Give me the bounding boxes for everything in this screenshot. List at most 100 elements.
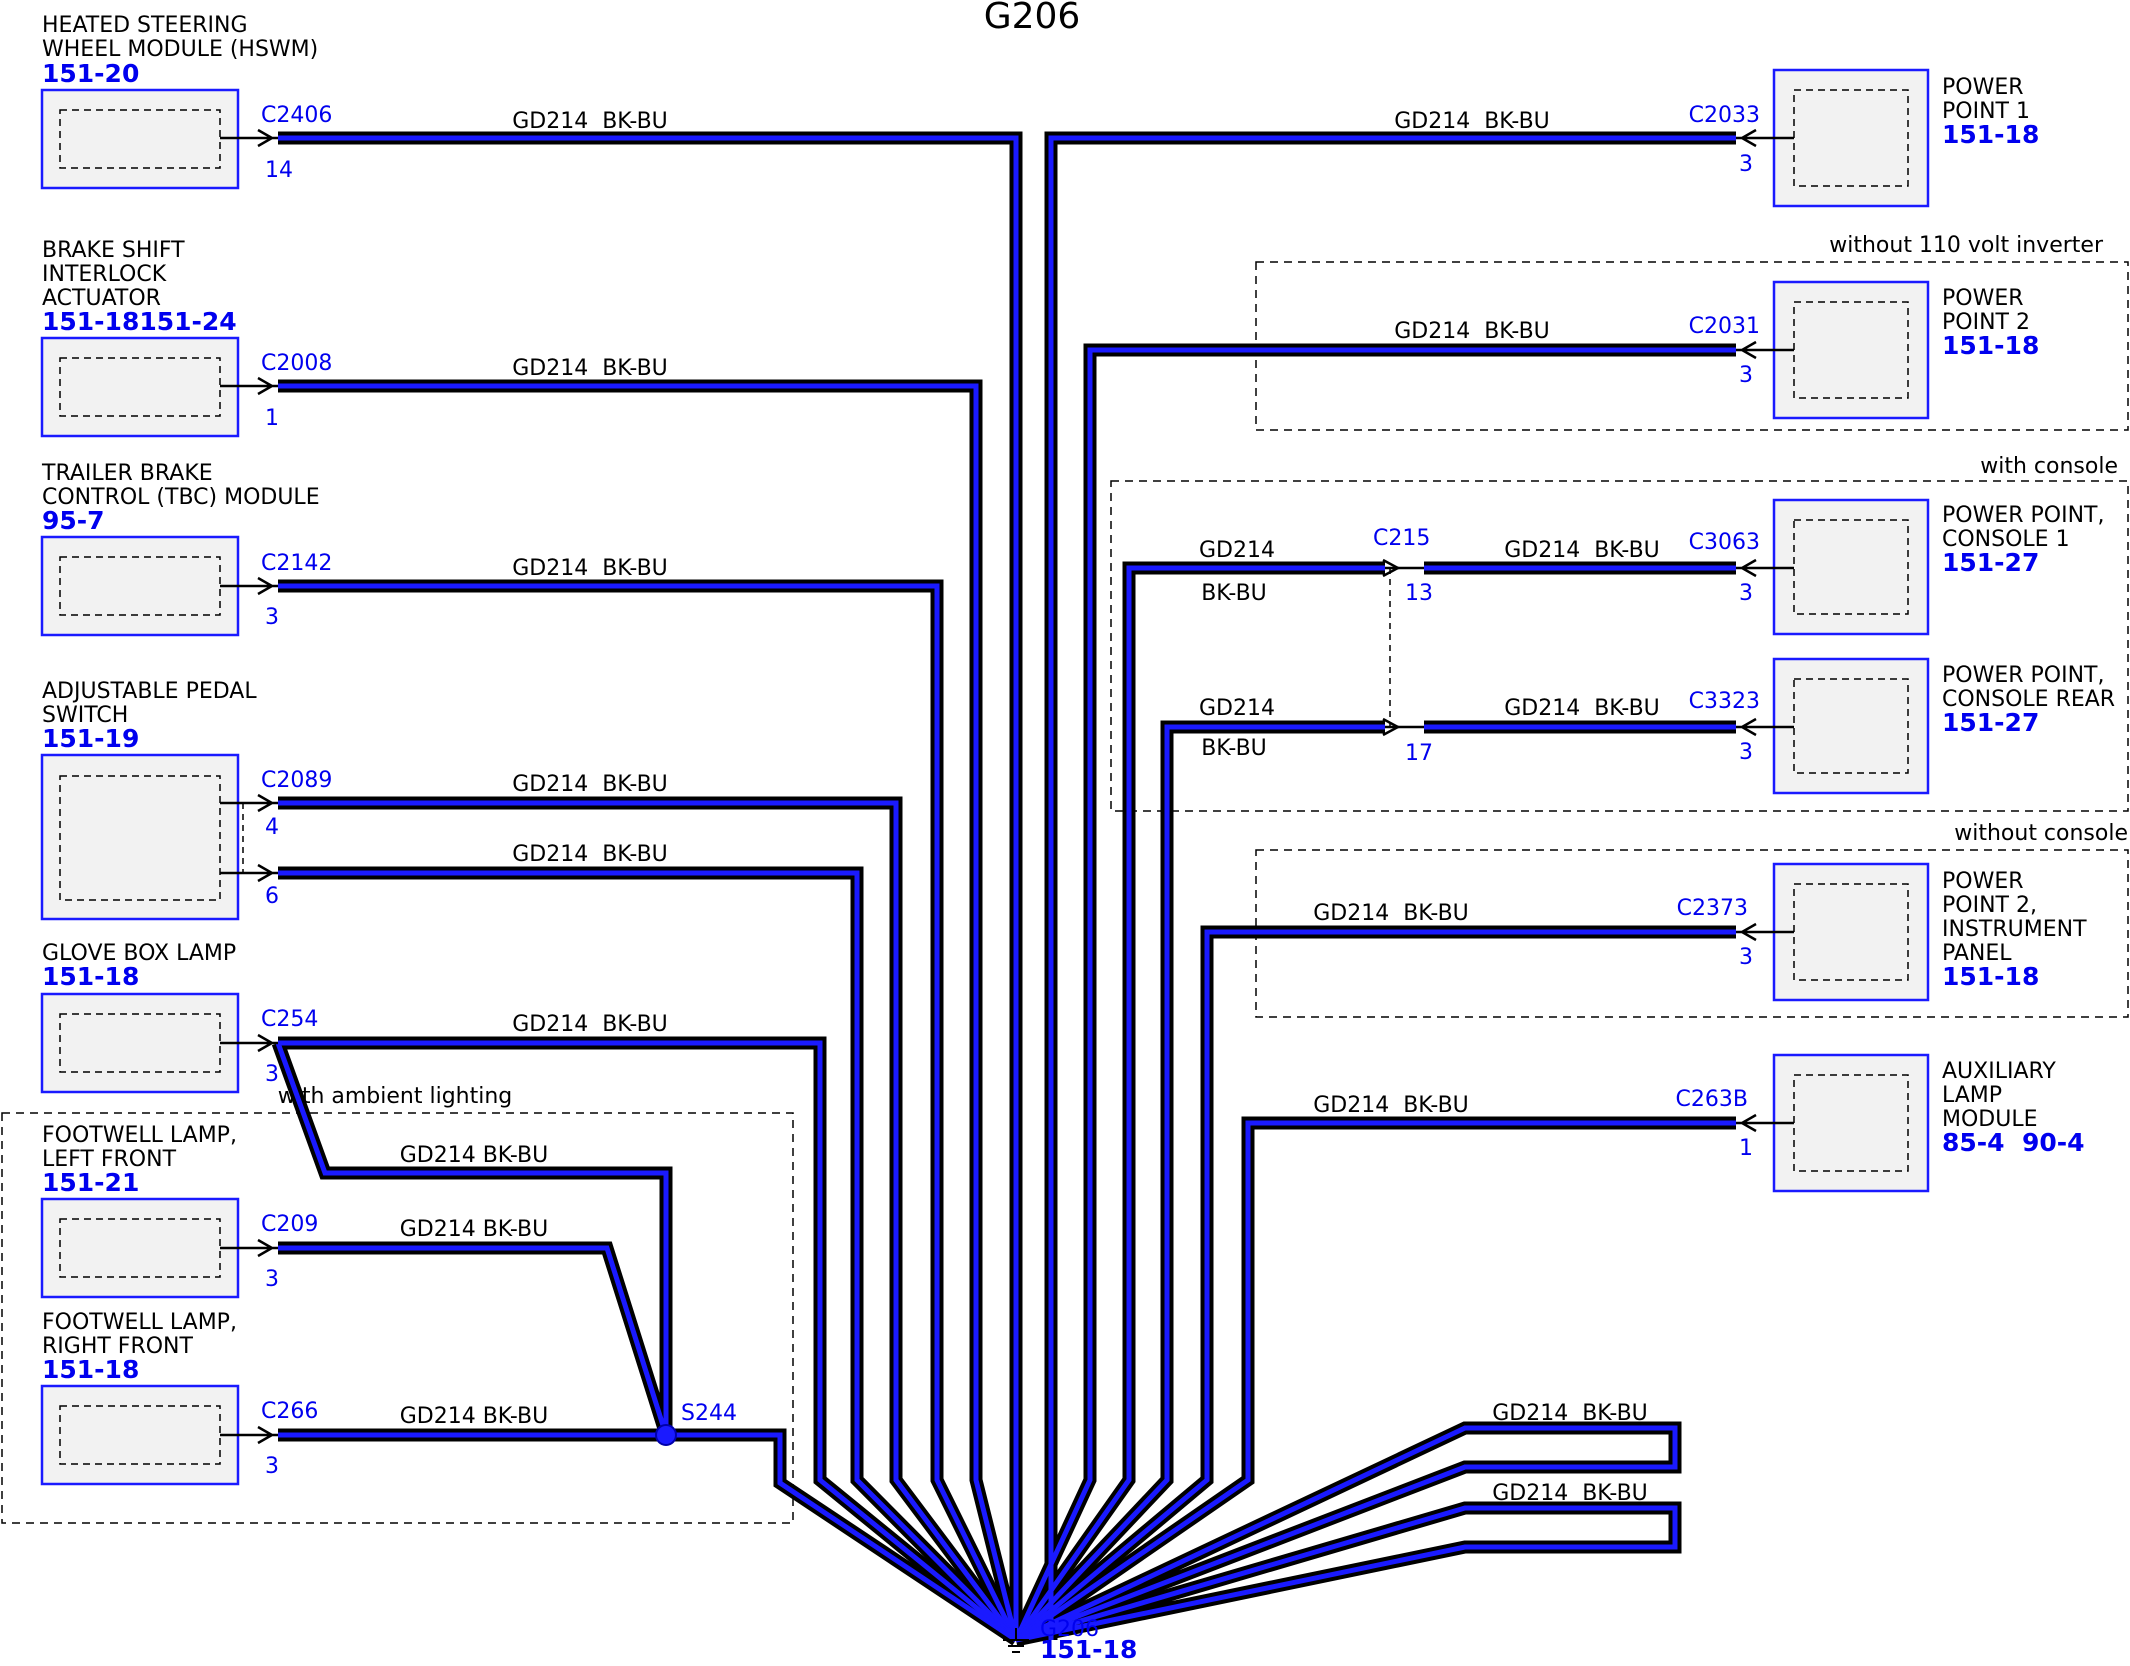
component-page-ref: 95-7 <box>42 506 105 535</box>
component-power-point-console-1[interactable]: POWER POINT, CONSOLE 1 151-27 <box>1772 498 2104 636</box>
component-inner <box>1793 519 1909 615</box>
component-name-line: BRAKE SHIFT <box>42 238 185 263</box>
connector-c3323-label: C3323 <box>1689 689 1760 714</box>
wire-label: GD214 BK-BU <box>512 842 668 867</box>
c215-pin-17: 17 <box>1405 741 1433 766</box>
component-page-ref: 151-21 <box>42 1168 139 1197</box>
component-name-line: POINT 2 <box>1942 310 2030 335</box>
connector-c2008-label: C2008 <box>261 351 332 376</box>
connector-pin: 1 <box>265 406 279 431</box>
component-box <box>40 992 240 1094</box>
connector-pin: 3 <box>1739 581 1753 606</box>
right-connector-symbols <box>1736 128 1794 1133</box>
component-page-ref: 151-27 <box>1942 548 2039 577</box>
component-box <box>1772 68 1930 208</box>
connector-pin: 3 <box>1739 363 1753 388</box>
component-page-ref: 151-18 <box>1942 962 2039 991</box>
component-power-point-1[interactable]: POWER POINT 1 151-18 <box>1772 68 2039 208</box>
splice-s244-dot <box>655 1424 677 1446</box>
wire-label-name: GD214 <box>1199 538 1275 563</box>
wire-label: GD214 BK-BU <box>400 1143 549 1168</box>
component-box <box>1772 1053 1930 1193</box>
wires-color <box>275 135 1736 1643</box>
connector-pin: 3 <box>265 1454 279 1479</box>
component-name-line: POWER POINT, <box>1942 503 2104 528</box>
component-power-point-console-rear[interactable]: POWER POINT, CONSOLE REAR 151-27 <box>1772 657 2115 795</box>
component-auxiliary-lamp-module[interactable]: AUXILIARY LAMP MODULE 85-4 90-4 <box>1772 1053 2085 1193</box>
splice-s244-label: S244 <box>681 1401 737 1426</box>
wire-label: GD214 BK-BU <box>512 772 668 797</box>
component-inner <box>59 775 221 901</box>
ground-icon <box>1003 1628 1029 1653</box>
wire-labels: GD214 BK-BU GD214 BK-BU GD214 BK-BU GD21… <box>400 109 1660 1506</box>
component-power-point-2-instrument-panel[interactable]: POWER POINT 2, INSTRUMENT PANEL 151-18 <box>1772 862 2087 1002</box>
wire-label: GD214 BK-BU <box>1492 1401 1648 1426</box>
c215-pin-13: 13 <box>1405 581 1433 606</box>
connector-c266-label: C266 <box>261 1399 318 1424</box>
wire-label: GD214 BK-BU <box>512 556 668 581</box>
component-page-ref: 151-19 <box>42 724 139 753</box>
connector-c2031-label: C2031 <box>1689 314 1760 339</box>
component-power-point-2[interactable]: POWER POINT 2 151-18 <box>1772 280 2039 420</box>
condition-inverter-label: without 110 volt inverter <box>1829 233 2104 258</box>
wire-label: GD214 BK-BU <box>1504 538 1660 563</box>
console-box <box>1110 480 2129 812</box>
component-footwell-lamp-right-front[interactable]: FOOTWELL LAMP, RIGHT FRONT 151-18 <box>40 1310 240 1486</box>
condition-console-label: with console <box>1980 454 2118 479</box>
component-name-line: INTERLOCK <box>42 262 167 287</box>
connector-c209-label: C209 <box>261 1212 318 1237</box>
component-name-line: ACTUATOR <box>42 286 161 311</box>
connector-c3063-label: C3063 <box>1689 530 1760 555</box>
component-name-line: GLOVE BOX LAMP <box>42 941 236 966</box>
component-box <box>40 88 240 190</box>
wire-label-color: BK-BU <box>1201 581 1267 606</box>
wire-label: GD214 BK-BU <box>512 356 668 381</box>
component-name-line: WHEEL MODULE (HSWM) <box>42 37 318 62</box>
component-name-line: RIGHT FRONT <box>42 1334 194 1359</box>
component-name-line: FOOTWELL LAMP, <box>42 1123 237 1148</box>
connector-pin: 3 <box>265 605 279 630</box>
connector-c2089-label: C2089 <box>261 768 332 793</box>
ground-id-label: G206 <box>1040 1617 1099 1642</box>
condition-no-console-label: without console <box>1954 821 2128 846</box>
component-adjustable-pedal-switch[interactable]: ADJUSTABLE PEDAL SWITCH 151-19 <box>40 679 257 921</box>
connector-pin: 3 <box>1739 152 1753 177</box>
component-inner <box>1793 678 1909 774</box>
component-glove-box-lamp[interactable]: GLOVE BOX LAMP 151-18 <box>40 941 240 1094</box>
ground-page-ref: 151-18 <box>1040 1635 1137 1661</box>
component-name-line: POINT 1 <box>1942 99 2030 124</box>
wire-label: GD214 BK-BU <box>512 109 668 134</box>
component-name-line: ADJUSTABLE PEDAL <box>42 679 257 704</box>
component-page-ref: 151-27 <box>1942 708 2039 737</box>
c215-symbols <box>1382 558 1424 737</box>
component-footwell-lamp-left-front[interactable]: FOOTWELL LAMP, LEFT FRONT 151-21 <box>40 1123 240 1299</box>
component-trailer-brake-control[interactable]: TRAILER BRAKE CONTROL (TBC) MODULE 95-7 <box>40 461 320 637</box>
connector-c263b-label: C263B <box>1676 1087 1748 1112</box>
connector-pin: 3 <box>265 1062 279 1087</box>
component-name-line: TRAILER BRAKE <box>41 461 213 486</box>
component-page-ref: 151-18151-24 <box>42 307 237 336</box>
component-box <box>1772 657 1930 795</box>
component-name-line: HEATED STEERING <box>42 13 248 38</box>
wire-label-name: GD214 <box>1199 696 1275 721</box>
component-page-ref: 151-18 <box>1942 331 2039 360</box>
component-page-ref: 151-18 <box>42 1355 139 1384</box>
component-name-line: LEFT FRONT <box>42 1147 177 1172</box>
component-page-ref: 151-18 <box>1942 120 2039 149</box>
connector-c2406-label: C2406 <box>261 103 332 128</box>
wire-label: GD214 BK-BU <box>1394 109 1550 134</box>
connector-c215-label: C215 <box>1373 526 1430 551</box>
component-box <box>40 1197 240 1299</box>
component-page-ref: 151-20 <box>42 59 139 88</box>
wire-label: GD214 BK-BU <box>1492 1481 1648 1506</box>
component-brake-shift-interlock[interactable]: BRAKE SHIFT INTERLOCK ACTUATOR 151-18151… <box>40 238 240 438</box>
component-name-line: CONSOLE REAR <box>1942 687 2115 712</box>
wire-label: GD214 BK-BU <box>1313 901 1469 926</box>
left-connector-symbols <box>220 128 278 1445</box>
connector-c2373-label: C2373 <box>1677 896 1748 921</box>
component-name-line: SWITCH <box>42 703 128 728</box>
component-name-line: PANEL <box>1942 941 2012 966</box>
component-name-line: POWER <box>1942 286 2024 311</box>
component-name-line: POWER <box>1942 75 2024 100</box>
